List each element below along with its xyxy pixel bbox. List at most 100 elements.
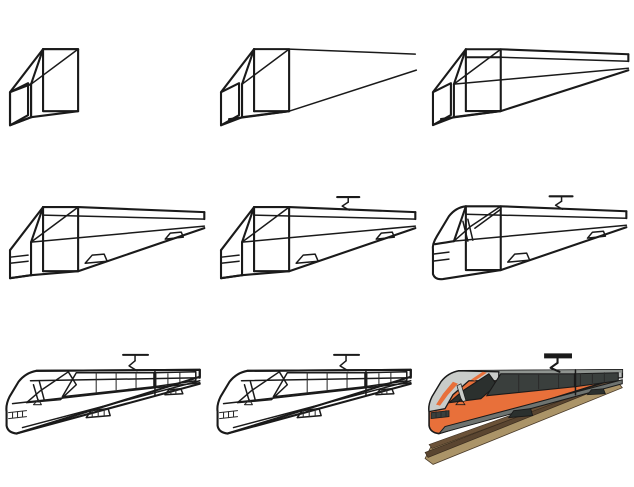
- windscreen-pillar: [456, 382, 467, 402]
- rounded-nose-top: [431, 205, 467, 252]
- nose-slope-inner: [241, 206, 256, 244]
- step-panel-3: Close the body into a long tapering wedg…: [423, 0, 634, 162]
- roof-edge-line: [253, 214, 417, 221]
- rear-window-strip: [153, 370, 197, 388]
- cab-orange-accent: [470, 371, 487, 381]
- bogie-front: [506, 252, 531, 264]
- step5-pantograph: [220, 196, 417, 280]
- cab-diagonal-guide: [30, 48, 79, 85]
- bogie-front: [296, 407, 323, 419]
- step-panel-9: Colour the train orange and silver and a…: [423, 325, 634, 487]
- front-light-band-top: [220, 254, 241, 259]
- cab-diagonal-guide: [30, 206, 79, 244]
- windscreen-pillar-a: [244, 383, 251, 403]
- roof-edge-line: [499, 56, 629, 62]
- roof-perspective-line: [288, 48, 417, 55]
- bogie-front: [85, 407, 111, 419]
- pantograph-arm: [341, 201, 351, 212]
- bogie-rear: [586, 230, 606, 240]
- step-panel-5: Add the roof-mounted pantograph: [211, 162, 422, 324]
- nose-emblem: [32, 398, 42, 405]
- step-panel-7: Refine outlines, add side windows and he…: [0, 325, 211, 487]
- step-panel-8: Clean up construction lines to finish th…: [211, 325, 422, 487]
- roof-top-line: [499, 48, 630, 56]
- cab-diagonal-guide: [241, 206, 291, 244]
- pantograph-arm: [549, 361, 561, 373]
- nose-bottom-edge: [8, 274, 33, 280]
- step-panel-2: Extend two long perspective lines back t…: [211, 0, 422, 162]
- step1-cab-construction: [8, 48, 80, 127]
- bogie-rear: [164, 387, 184, 396]
- pantograph: [122, 353, 150, 372]
- pantograph-arm: [339, 359, 350, 372]
- roof-edge-line: [29, 376, 201, 382]
- nose-front-face: [220, 82, 241, 127]
- step-panel-6: Shape the cab windscreen and round the n…: [423, 162, 634, 324]
- cab-lower-edge: [29, 270, 80, 277]
- bogie-rear-box: [164, 387, 184, 396]
- bogie-front: [507, 407, 533, 418]
- roof-edge-line: [42, 214, 206, 221]
- train-outer-silhouette: [5, 368, 201, 435]
- cab-front-face: [42, 48, 80, 113]
- pantograph: [333, 353, 361, 372]
- nose-slope-inner: [29, 206, 45, 244]
- pantograph-arm: [128, 359, 138, 372]
- bogie-front-box: [85, 407, 111, 419]
- nose-orange-accent: [435, 381, 458, 406]
- track-ballast: [424, 381, 623, 465]
- nose-slope-inner: [29, 48, 45, 86]
- waist-line: [30, 225, 206, 244]
- nose-emblem: [244, 398, 254, 405]
- nose-waist-front: [433, 240, 455, 246]
- roof-top-line: [246, 368, 413, 372]
- bogie-front: [295, 253, 320, 265]
- nose-slope-upper: [8, 48, 45, 94]
- cab-diagonal-guide: [452, 48, 502, 85]
- base-perspective-line: [288, 69, 418, 112]
- front-light-band-top: [431, 251, 450, 256]
- rounded-nose-bottom: [431, 249, 502, 281]
- bogie-rear: [375, 387, 395, 396]
- step-panel-1: Draw the basic cab box and the slanted n…: [0, 0, 211, 162]
- windscreen-glass: [237, 370, 289, 404]
- step-panel-4: Add the bogie/skirt blocks and front lig…: [0, 162, 211, 324]
- bogie-rear: [375, 231, 396, 241]
- nose-silver-panel: [427, 369, 500, 413]
- nose-bottom-edge: [220, 274, 244, 280]
- windscreen-inner-edge: [473, 208, 502, 230]
- nose-slope-inner: [241, 48, 256, 86]
- nose-slope-upper: [8, 206, 45, 252]
- skirt-gray-band: [437, 378, 623, 435]
- windscreen-upper-edge: [452, 205, 502, 243]
- body-lower-line: [77, 227, 206, 273]
- pantograph-contact-bar: [543, 353, 572, 359]
- step7-detail-lineart: [5, 353, 201, 435]
- roof-top-line: [77, 206, 206, 214]
- step6-cab-shaping: [431, 195, 628, 281]
- nose-slope-upper: [431, 48, 467, 94]
- step9-coloured-train: [424, 353, 623, 465]
- skirt-line: [233, 379, 412, 428]
- roof-edge-line: [241, 376, 412, 382]
- body-lower-line: [288, 227, 417, 273]
- front-light-band-bottom: [9, 260, 29, 265]
- step8-clean-lineart: [216, 353, 413, 435]
- cab-lower-edge: [241, 270, 291, 277]
- front-light-band-bottom: [220, 260, 241, 265]
- windscreen-pillar-b: [466, 218, 474, 242]
- bogie-rear: [164, 231, 185, 241]
- front-light-band-top: [9, 254, 29, 259]
- pantograph: [336, 196, 361, 212]
- waist-line: [241, 225, 417, 244]
- headlight-dividers: [435, 409, 447, 418]
- nose-front-face: [431, 82, 452, 127]
- bogie-front: [84, 253, 108, 265]
- lower-front-edge: [439, 110, 502, 121]
- bogie-front-box: [296, 407, 323, 419]
- lower-front-edge: [228, 110, 291, 121]
- pantograph-arm: [554, 200, 563, 211]
- skirt-line: [21, 379, 201, 428]
- windscreen-pillar-a: [32, 383, 40, 403]
